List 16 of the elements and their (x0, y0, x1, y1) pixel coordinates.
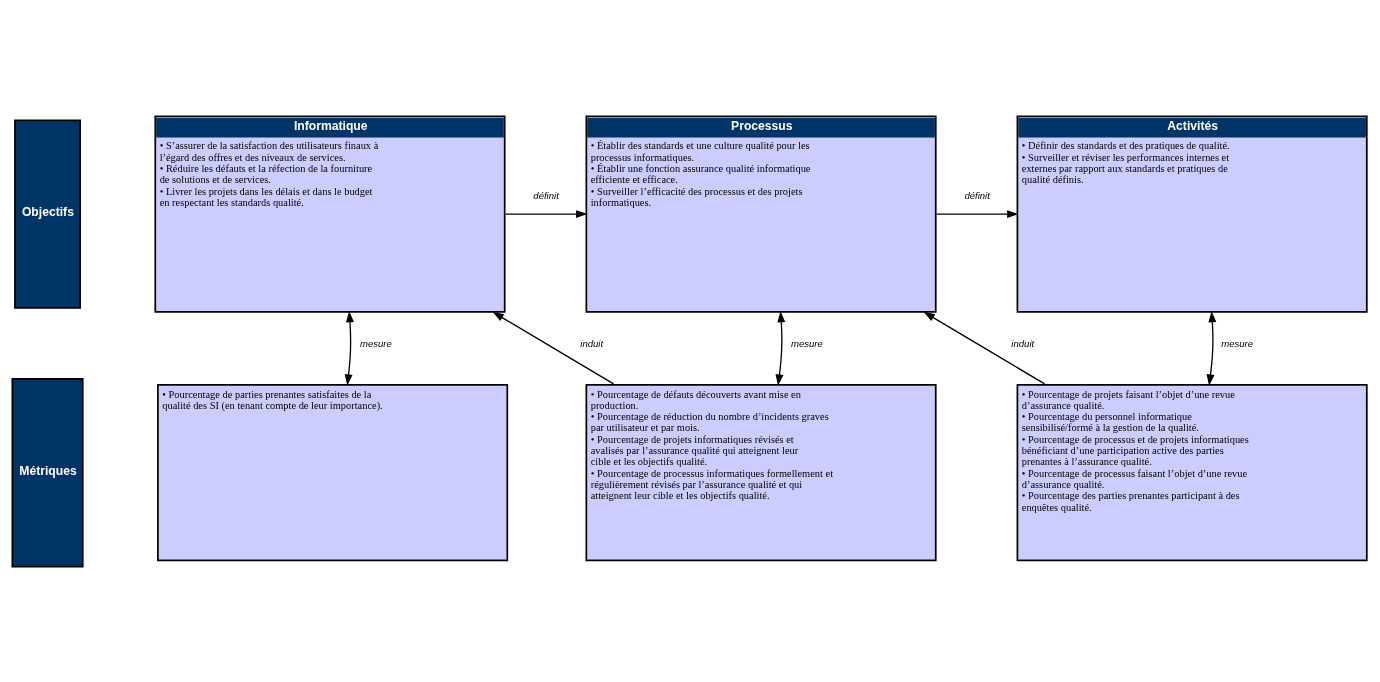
arrow (344, 310, 354, 386)
arrow (1206, 310, 1217, 386)
edge-label: mesure (359, 338, 392, 350)
arrow (936, 210, 1019, 219)
edge-label: mesure (1221, 338, 1254, 350)
node-box: Objectifs (14, 119, 81, 309)
arrow (923, 311, 1046, 385)
arrow (505, 210, 588, 219)
edge-label: induit (580, 338, 604, 350)
edge-label: définit (964, 190, 990, 202)
edge-label: induit (1011, 338, 1035, 350)
arrow (492, 311, 615, 385)
arrow (775, 310, 786, 386)
edge-label: définit (533, 190, 559, 202)
node-box: Métriques (11, 377, 84, 568)
edge-label: mesure (791, 338, 823, 350)
